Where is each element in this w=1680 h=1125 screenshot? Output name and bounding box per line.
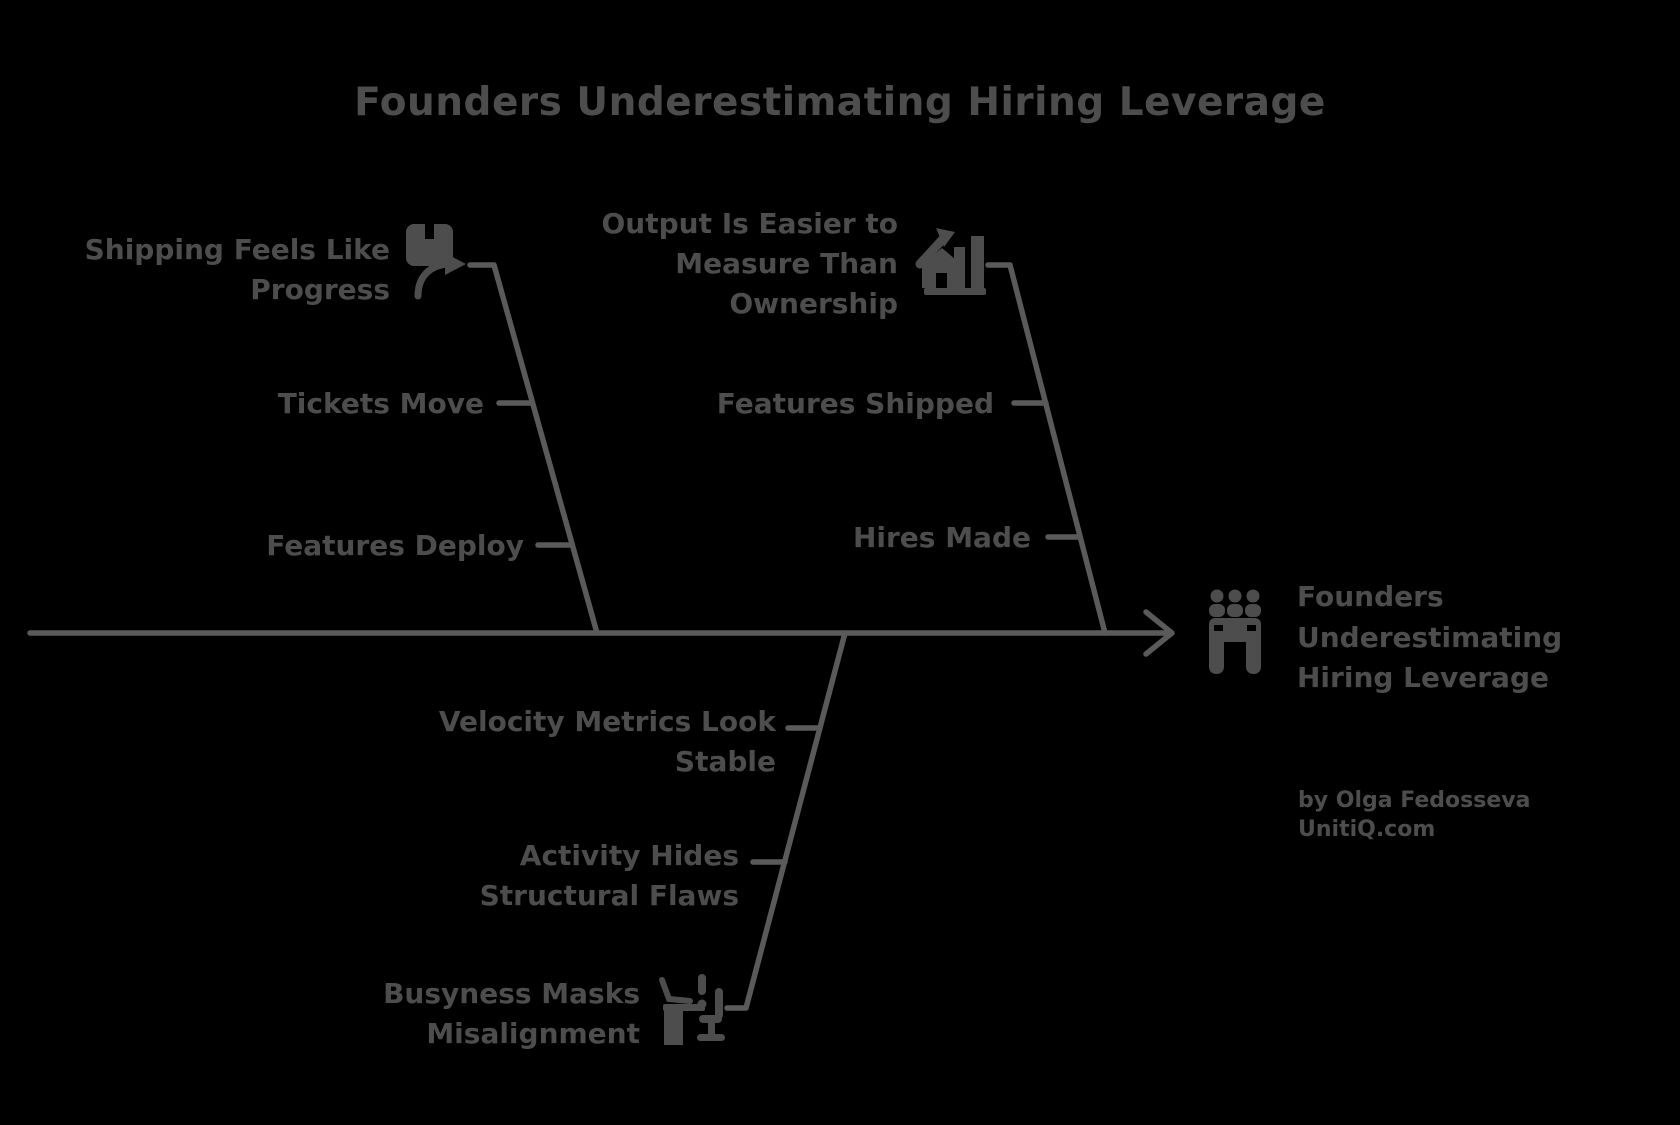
head-label: Founders Underestimating Hiring Leverage [1297, 580, 1563, 695]
branch-label-output: Output Is Easier to Measure Than Ownersh… [601, 207, 898, 321]
branch-line-bottom [724, 630, 848, 1011]
cause-label-tickets-move: Tickets Move [277, 387, 484, 420]
spine-arrowhead-icon [1143, 609, 1175, 657]
branch-line-top-left [467, 262, 600, 636]
branch-label-busyness: Busyness Masks Misalignment [383, 977, 640, 1051]
cause-label-velocity-metrics: Velocity Metrics Look Stable [438, 705, 776, 779]
magnet-people-icon [1209, 589, 1261, 674]
branch-line-top-right [985, 262, 1108, 636]
desk-alert-icon [659, 974, 725, 1045]
cause-label-features-shipped: Features Shipped [716, 387, 994, 420]
cause-label-activity-hides: Activity Hides Structural Flaws [479, 839, 739, 913]
chart-growth-icon [915, 228, 986, 295]
branch-label-shipping: Shipping Feels Like Progress [84, 233, 390, 307]
cause-label-hires-made: Hires Made [852, 521, 1031, 554]
page-title: Founders Underestimating Hiring Leverage [354, 80, 1326, 125]
cause-label-features-deploy: Features Deploy [266, 529, 524, 562]
package-arrow-icon [406, 224, 466, 300]
attribution-text: by Olga Fedosseva UnitiQ.com [1298, 788, 1531, 843]
